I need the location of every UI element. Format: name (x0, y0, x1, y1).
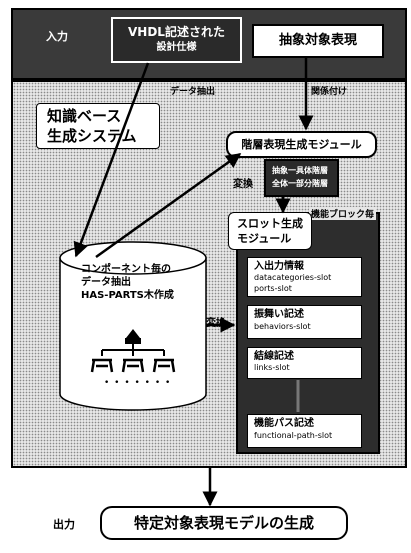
links-slot-box: 結線記述 links-slot (247, 347, 362, 379)
hierarchy-module-box: 階層表現生成モジュール (226, 131, 377, 158)
kb-system-line2: 生成システム (47, 127, 137, 145)
functional-slot-line1: functional-path-slot (254, 431, 333, 440)
hierarchy-conversion-label: 変換 (233, 179, 253, 190)
kb-system-line1: 知識ベース (47, 107, 122, 125)
hierarchy-module-label: 階層表現生成モジュール (241, 138, 362, 151)
vhdl-line2: 設計仕様 (156, 42, 197, 53)
links-slot-line1: links-slot (254, 363, 290, 372)
behavior-slot-box: 振舞い記述 behaviors-slot (247, 305, 362, 339)
vhdl-line1: VHDL記述された (128, 25, 225, 39)
database-line3: HAS-PARTS木作成 (81, 290, 174, 301)
data-extract-label: データ抽出 (170, 87, 216, 97)
database-dots: • • • • • • • (104, 378, 172, 388)
abstract-representation-label: 抽象対象表現 (278, 33, 357, 48)
behavior-slot-title: 振舞い記述 (254, 309, 304, 320)
has-parts-tree-icon (90, 329, 176, 373)
functional-slot-title: 機能パス記述 (254, 418, 314, 429)
abstract-representation-box: 抽象対象表現 (252, 24, 384, 58)
vhdl-spec-box: VHDL記述された 設計仕様 (111, 17, 242, 63)
behavior-slot-line1: behaviors-slot (254, 322, 311, 331)
functional-slot-box: 機能パス記述 functional-path-slot (247, 414, 362, 448)
relation-label: 関係付け (311, 87, 348, 97)
database-line2: データ抽出 (81, 277, 131, 288)
slot-module-line2: モジュール (237, 232, 292, 245)
input-label: 入力 (46, 30, 68, 43)
hierarchy-types-box: 抽象一具体階層 全体一部分階層 (264, 159, 339, 197)
io-slot-box: 入出力情報 datacategories-slot ports-slot (247, 257, 362, 297)
database-text: コンポーネント毎の データ抽出 HAS-PARTS木作成 (81, 263, 174, 302)
output-box-label: 特定対象表現モデルの生成 (133, 514, 314, 532)
links-slot-title: 結線記述 (254, 351, 294, 362)
output-box: 特定対象表現モデルの生成 (100, 506, 348, 540)
slot-module-side-label: 機能ブロック毎 (309, 207, 377, 220)
io-slot-line1: datacategories-slot (254, 273, 332, 282)
kb-system-title: 知識ベース 生成システム (36, 103, 160, 149)
hierarchy-type-line1: 抽象一具体階層 (272, 166, 328, 175)
io-slot-title: 入出力情報 (254, 261, 304, 272)
io-slot-line2: ports-slot (254, 284, 292, 293)
hierarchy-type-line2: 全体一部分階層 (272, 179, 328, 188)
slot-module-line1: スロット生成 (237, 217, 303, 230)
conversion-label-2: 変換 (206, 318, 226, 329)
output-label: 出力 (53, 518, 75, 531)
slot-module-title: スロット生成 モジュール (228, 212, 312, 250)
database-line1: コンポーネント毎の (81, 264, 171, 275)
